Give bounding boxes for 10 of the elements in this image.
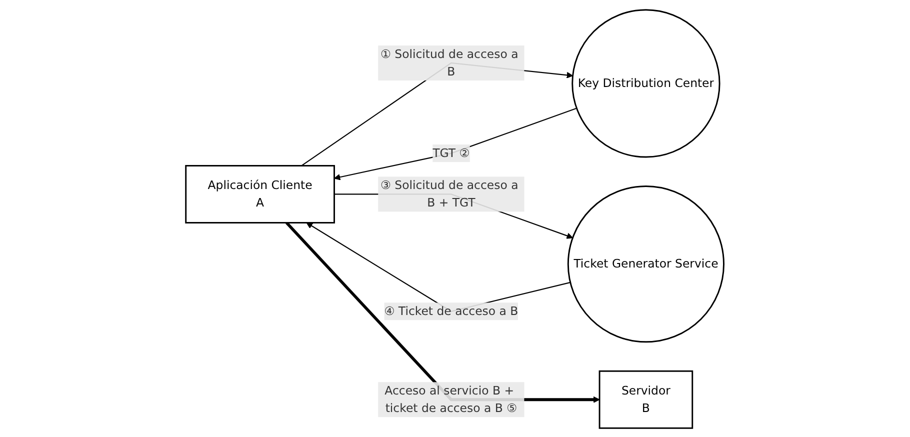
edge-label: ① Solicitud de acceso a B: [380, 46, 518, 78]
arrow: [334, 107, 578, 180]
node-circle: Ticket Generator Service: [568, 185, 725, 342]
node-box: Servidor B: [598, 370, 694, 428]
edge-label: ③ Solicitud de acceso a B + TGT: [380, 178, 518, 210]
node-box: Aplicación Cliente A: [185, 164, 336, 223]
edge-label: ④ Ticket de acceso a B: [384, 304, 518, 318]
edge-label: TGT ②: [432, 145, 470, 160]
node-circle: Key Distribution Center: [572, 8, 720, 158]
edge-label: Acceso al servicio B + ticket de acceso a B ⑤: [384, 383, 518, 414]
